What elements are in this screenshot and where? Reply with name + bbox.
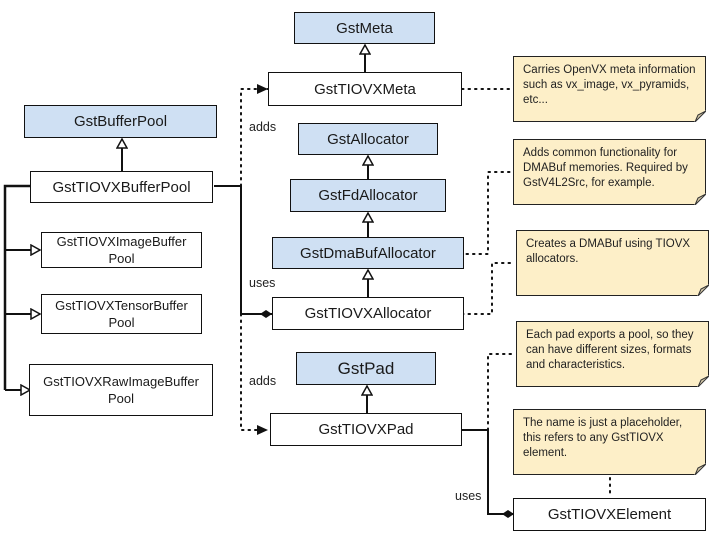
class-gst-tiovx-element: GstTIOVXElement [513,498,706,531]
adds-pad-line [240,313,269,435]
class-gst-allocator: GstAllocator [298,123,438,155]
note-meta-text: Carries OpenVX meta information such as … [523,64,696,106]
class-gst-tiovx-image-buffer-pool: GstTIOVXImageBuffer Pool [41,232,202,268]
note-fold-icon [697,375,709,387]
note-fold-icon [694,193,706,205]
note-fold-icon [694,110,706,122]
class-gst-tiovx-raw-image-buffer-pool: GstTIOVXRawImageBuffer Pool [29,364,213,416]
note-element: The name is just a placeholder, this ref… [513,409,706,475]
note-link-pad [487,353,513,431]
note-allocator-text: Creates a DMABuf using TIOVX allocators. [526,238,691,265]
class-gst-tiovx-meta: GstTIOVXMeta [268,72,462,106]
uses-element-line [462,429,514,518]
class-gst-pad: GstPad [296,352,436,385]
label-adds-pad: adds [249,374,277,388]
class-gst-dmabuf-allocator: GstDmaBufAllocator [272,237,464,269]
note-dmabuf: Adds common functionality for DMABuf mem… [513,139,706,205]
label-uses-element: uses [455,489,482,503]
class-gst-buffer-pool: GstBufferPool [24,105,217,138]
note-allocator: Creates a DMABuf using TIOVX allocators. [516,230,709,296]
note-fold-icon [694,463,706,475]
class-gst-tiovx-pad: GstTIOVXPad [270,413,462,446]
note-pad: Each pad exports a pool, so they can hav… [516,321,709,387]
class-gst-meta: GstMeta [294,12,435,44]
uses-allocator-line [214,185,272,318]
tree-trunk [3,184,30,390]
note-element-text: The name is just a placeholder, this ref… [523,417,683,459]
note-meta: Carries OpenVX meta information such as … [513,56,706,122]
adds-meta-line [240,84,269,187]
note-dmabuf-text: Adds common functionality for DMABuf mem… [523,147,688,189]
class-gst-tiovx-buffer-pool: GstTIOVXBufferPool [30,171,213,203]
class-gst-tiovx-tensor-buffer-pool: GstTIOVXTensorBuffer Pool [41,294,202,334]
class-gst-tiovx-allocator: GstTIOVXAllocator [272,297,464,330]
note-pad-text: Each pad exports a pool, so they can hav… [526,329,694,371]
label-adds-meta: adds [249,120,277,134]
label-uses-allocator: uses [249,276,276,290]
note-link-allocator [461,262,513,315]
class-gst-fd-allocator: GstFdAllocator [290,179,446,212]
note-fold-icon [697,284,709,296]
